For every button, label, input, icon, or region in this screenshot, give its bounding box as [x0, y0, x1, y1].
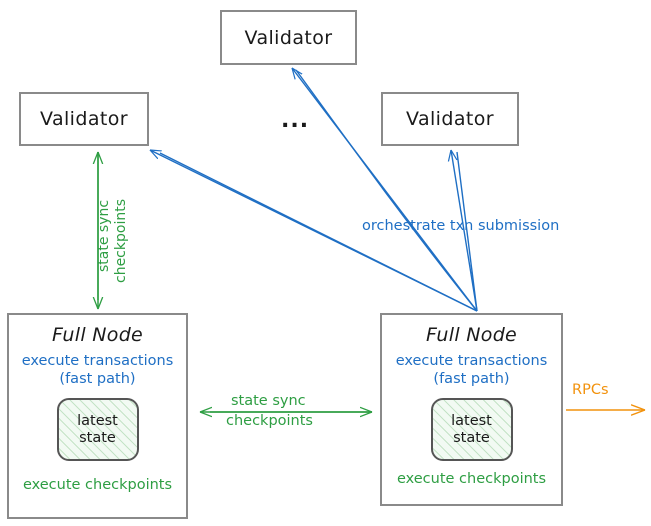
full-node-left-subtitle-line2: (fast path) [59, 371, 136, 388]
validator-left-label: Validator [40, 108, 128, 130]
validators-ellipsis: ... [281, 108, 310, 133]
latest-state-chip-right-line2: state [453, 429, 490, 446]
full-node-right-footer: execute checkpoints [396, 471, 547, 488]
edge-label-validator-state-sync-line2: checkpoints [113, 199, 129, 283]
full-node-right-title: Full Node [425, 324, 518, 346]
validator-top-label: Validator [244, 26, 333, 49]
latest-state-chip-left-line2: state [79, 429, 116, 446]
latest-state-chip-right-line1: latest [451, 412, 492, 429]
full-node-right-subtitle-line1: execute transactions [395, 353, 548, 369]
edge-label-node-state-sync-line2: checkpoints [226, 413, 313, 429]
edge-label-validator-state-sync-line1: state sync [96, 199, 112, 272]
full-node-right-subtitle: execute transactions (fast path) [396, 352, 548, 388]
full-node-box-right[interactable]: Full Node execute transactions (fast pat… [380, 313, 563, 506]
validator-box-left[interactable]: Validator [19, 92, 149, 146]
full-node-right-subtitle-line2: (fast path) [433, 371, 510, 388]
latest-state-chip-left: latest state [56, 398, 139, 462]
edge-label-node-state-sync-line1: state sync [231, 393, 306, 409]
latest-state-chip-right: latest state [430, 398, 513, 462]
full-node-left-subtitle: execute transactions (fast path) [22, 352, 174, 388]
validator-box-top[interactable]: Validator [220, 10, 357, 65]
edge-label-orchestrate: orchestrate txn submission [362, 218, 560, 234]
full-node-box-left[interactable]: Full Node execute transactions (fast pat… [7, 313, 188, 519]
latest-state-chip-left-line1: latest [77, 412, 118, 429]
full-node-left-subtitle-line1: execute transactions [21, 353, 174, 369]
edge-label-rpcs: RPCs [572, 382, 609, 398]
full-node-left-title: Full Node [51, 324, 144, 346]
validator-box-right[interactable]: Validator [381, 92, 519, 146]
validator-right-label: Validator [406, 108, 494, 130]
full-node-left-footer: execute checkpoints [22, 477, 173, 494]
